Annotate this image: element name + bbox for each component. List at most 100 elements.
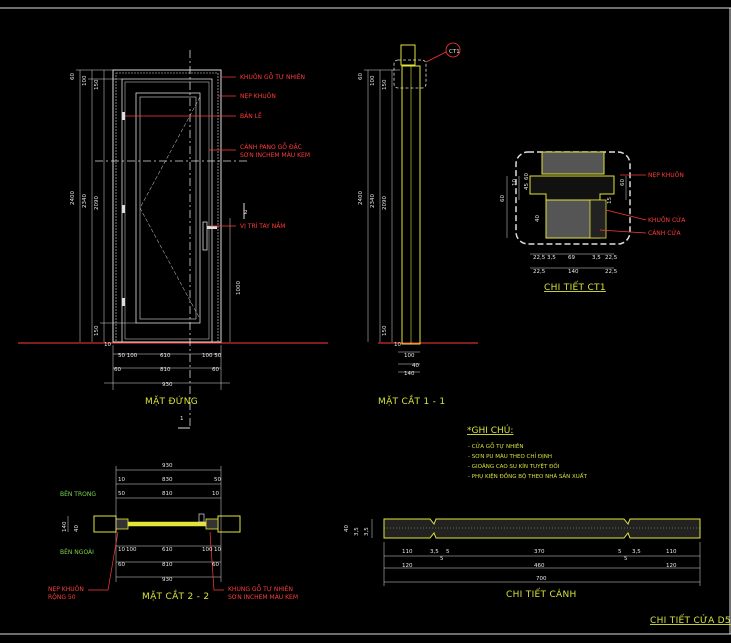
callout-ban-le: BẢN LỀ bbox=[240, 112, 262, 120]
leaf-dim-3-5-a: 3,5 bbox=[430, 549, 439, 555]
s2-door-leaf bbox=[127, 521, 207, 527]
callout-canh-pano: CÁNH PANO GỖ ĐẶC bbox=[240, 143, 302, 151]
leaf-dim-120-b: 120 bbox=[666, 563, 677, 569]
dim-60: 60 bbox=[70, 73, 76, 80]
ct1-dim-69: 69 bbox=[568, 255, 575, 261]
s2-dim-bot-10-b: 10 bbox=[214, 547, 221, 553]
s1-dim-140: 140 bbox=[404, 371, 415, 377]
callout-tay-nam: VỊ TRÍ TAY NẮM bbox=[240, 222, 285, 230]
leaf-dim-40: 40 bbox=[344, 525, 350, 532]
s2-dim-50-b: 50 bbox=[118, 491, 125, 497]
leaf-dim-370: 370 bbox=[534, 549, 545, 555]
ct1-dim-40: 40 bbox=[535, 215, 541, 222]
dim-row1-c: 100 50 bbox=[202, 353, 222, 359]
s1-dim-2340: 2340 bbox=[370, 194, 376, 208]
leaf-dim-5-c: 5 bbox=[440, 556, 444, 562]
s2-callout-khung-2: SƠN INCHEM MÀU KEM bbox=[228, 594, 298, 601]
title-chi-tiet-ct1: CHI TIẾT CT1 bbox=[544, 281, 606, 293]
door-frame-trim bbox=[115, 72, 219, 343]
hinge-bottom bbox=[122, 298, 125, 306]
s1-dim-150-bot: 150 bbox=[382, 325, 388, 336]
ct1-leader-khuon bbox=[605, 209, 647, 221]
door-swing-lines bbox=[139, 96, 201, 320]
dim-row1-b: 610 bbox=[160, 353, 171, 359]
s2-dim-bot-930: 930 bbox=[162, 577, 173, 583]
leaf-dim-120-a: 120 bbox=[402, 563, 413, 569]
dim-row3: 930 bbox=[162, 382, 173, 388]
dim-10: 10 bbox=[104, 342, 111, 348]
ct1-frame-profile bbox=[529, 175, 615, 201]
hinge-top bbox=[122, 112, 125, 120]
title-mat-cat-2-2: MẶT CẮT 2 - 2 bbox=[142, 589, 209, 602]
ct1-dim-22-5-c: 22,5 bbox=[533, 269, 546, 275]
ct1-bubble-label: CT1 bbox=[449, 49, 460, 55]
s2-dim-bot-100-b: 100 bbox=[202, 547, 213, 553]
s1-dim-2400: 2400 bbox=[358, 191, 364, 205]
s2-dim-140: 140 bbox=[62, 521, 68, 532]
s2-dim-bot-610: 610 bbox=[162, 547, 173, 553]
s2-right-wall bbox=[217, 515, 241, 533]
section-1-mark: 1 bbox=[180, 416, 184, 422]
section-1-detail-callout bbox=[393, 59, 427, 89]
leaf-dim-700: 700 bbox=[536, 576, 547, 582]
leaf-dim-110-b: 110 bbox=[666, 549, 677, 555]
dim-100: 100 bbox=[82, 75, 88, 86]
ct1-callout-nep: NẸP KHUÔN bbox=[648, 172, 684, 179]
label-ben-trong: BÊN TRONG bbox=[60, 490, 96, 498]
ct1-dim-60-b: 60 bbox=[524, 173, 530, 180]
s1-dim-40: 40 bbox=[412, 363, 419, 369]
callout-khuon-go: KHUÔN GỖ TỰ NHIÊN bbox=[240, 73, 305, 81]
s2-callout-nep-2: RỘNG 50 bbox=[48, 594, 76, 601]
ct1-dim-10: 10 bbox=[512, 179, 518, 186]
ct1-bubble bbox=[445, 42, 461, 58]
leaf-profile bbox=[383, 518, 701, 539]
sheet-title: CHI TIẾT CỬA D5 bbox=[650, 614, 731, 626]
ct1-leader bbox=[425, 51, 447, 63]
dim-150-top: 150 bbox=[94, 79, 100, 90]
section-1-1-view bbox=[364, 42, 478, 373]
callout-son-inchem: SƠN INCHEM MÀU KEM bbox=[240, 152, 310, 159]
note-item-4: - PHỤ KIỆN ĐỒNG BỘ THEO NHÀ SẢN XUẤT bbox=[468, 471, 588, 480]
s2-leader-nep bbox=[88, 531, 119, 591]
s2-left-frame bbox=[115, 518, 129, 530]
section-2-2-view bbox=[67, 466, 241, 591]
dim-row2-c: 60 bbox=[212, 367, 219, 373]
ct1-dim-3-5-b: 3,5 bbox=[592, 255, 601, 261]
s2-dim-bot-60-a: 60 bbox=[118, 562, 125, 568]
s2-dim-10-b: 10 bbox=[212, 491, 219, 497]
ct1-top-wall bbox=[541, 151, 605, 175]
notes-heading: *GHI CHÚ: bbox=[467, 424, 513, 436]
ct1-callout-canh: CÁNH CỬA bbox=[648, 229, 682, 237]
leaf-dim-5-d: 5 bbox=[624, 556, 628, 562]
dim-row2-a: 60 bbox=[114, 367, 121, 373]
ct1-dim-22-5-b: 22,5 bbox=[605, 255, 618, 261]
dim-row2-b: 810 bbox=[160, 367, 171, 373]
s2-dim-bot-100-a: 100 bbox=[126, 547, 137, 553]
s2-left-wall bbox=[93, 515, 117, 533]
ct1-leaf-edge bbox=[589, 199, 607, 239]
s1-dim-150-top: 150 bbox=[382, 79, 388, 90]
leaf-dim-5-b: 5 bbox=[618, 549, 622, 555]
door-frame-outer bbox=[112, 69, 222, 343]
door-panel-inner bbox=[139, 96, 197, 320]
door-leaf bbox=[121, 78, 213, 343]
ct1-dim-3-5-a: 3,5 bbox=[547, 255, 556, 261]
door-leaf-inner bbox=[124, 81, 210, 340]
leaf-dim-460: 460 bbox=[534, 563, 545, 569]
s2-dim-830: 830 bbox=[162, 477, 173, 483]
dim-row1-a: 50 100 bbox=[118, 353, 138, 359]
dim-2340: 2340 bbox=[82, 194, 88, 208]
door-panel bbox=[135, 92, 201, 324]
s2-dim-bot-810: 810 bbox=[162, 562, 173, 568]
leaf-dim-3-5-top: 3,5 bbox=[354, 527, 360, 536]
dim-2400: 2400 bbox=[70, 191, 76, 205]
s2-dim-40: 40 bbox=[74, 525, 80, 532]
ct1-dim-45: 45 bbox=[524, 183, 530, 190]
s2-dim-50-a: 50 bbox=[214, 477, 221, 483]
s2-callout-khung-1: KHUNG GỖ TỰ NHIÊN bbox=[228, 585, 293, 593]
title-mat-cat-1-1: MẶT CẮT 1 - 1 bbox=[378, 394, 445, 407]
dim-1000: 1000 bbox=[236, 281, 242, 295]
leaf-dim-110-a: 110 bbox=[402, 549, 413, 555]
